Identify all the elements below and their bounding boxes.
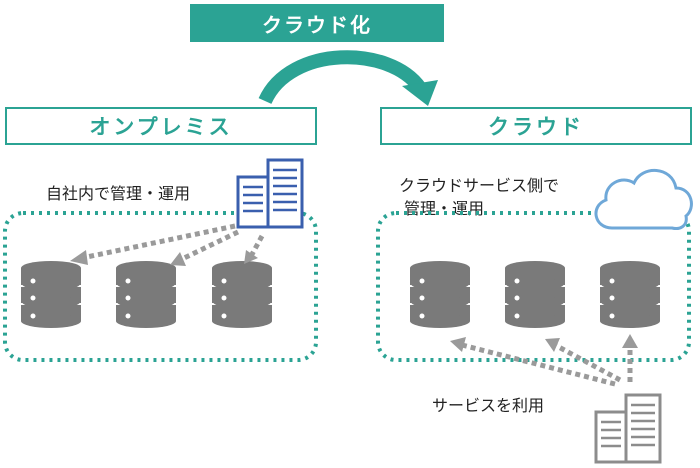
cloud-region bbox=[376, 211, 691, 362]
cloud-icon bbox=[594, 168, 693, 230]
cloud-section-label: クラウド bbox=[488, 115, 584, 139]
database-icon bbox=[408, 259, 472, 330]
database-icon bbox=[210, 259, 274, 330]
service-usage-arrows bbox=[461, 342, 633, 387]
page-title: クラウド化 bbox=[190, 4, 444, 42]
onprem-region bbox=[3, 211, 318, 362]
database-icon bbox=[19, 259, 83, 330]
usage-caption: サービスを利用 bbox=[432, 396, 545, 415]
cloud-caption-line1: クラウドサービス側で bbox=[399, 176, 560, 195]
onprem-management-arrows bbox=[81, 223, 265, 263]
database-icon bbox=[503, 259, 567, 330]
onprem-section-header: オンプレミス bbox=[5, 107, 317, 145]
database-icon bbox=[114, 259, 178, 330]
database-icon bbox=[598, 259, 662, 330]
building-icon bbox=[594, 393, 662, 464]
cloud-caption-line2: 管理・運用 bbox=[404, 199, 485, 218]
onprem-section-label: オンプレミス bbox=[89, 115, 233, 139]
cloud-section-header: クラウド bbox=[380, 107, 692, 145]
curved-arrow-icon bbox=[258, 50, 438, 106]
onprem-caption: 自社内で管理・運用 bbox=[46, 184, 191, 203]
building-icon bbox=[236, 158, 304, 229]
